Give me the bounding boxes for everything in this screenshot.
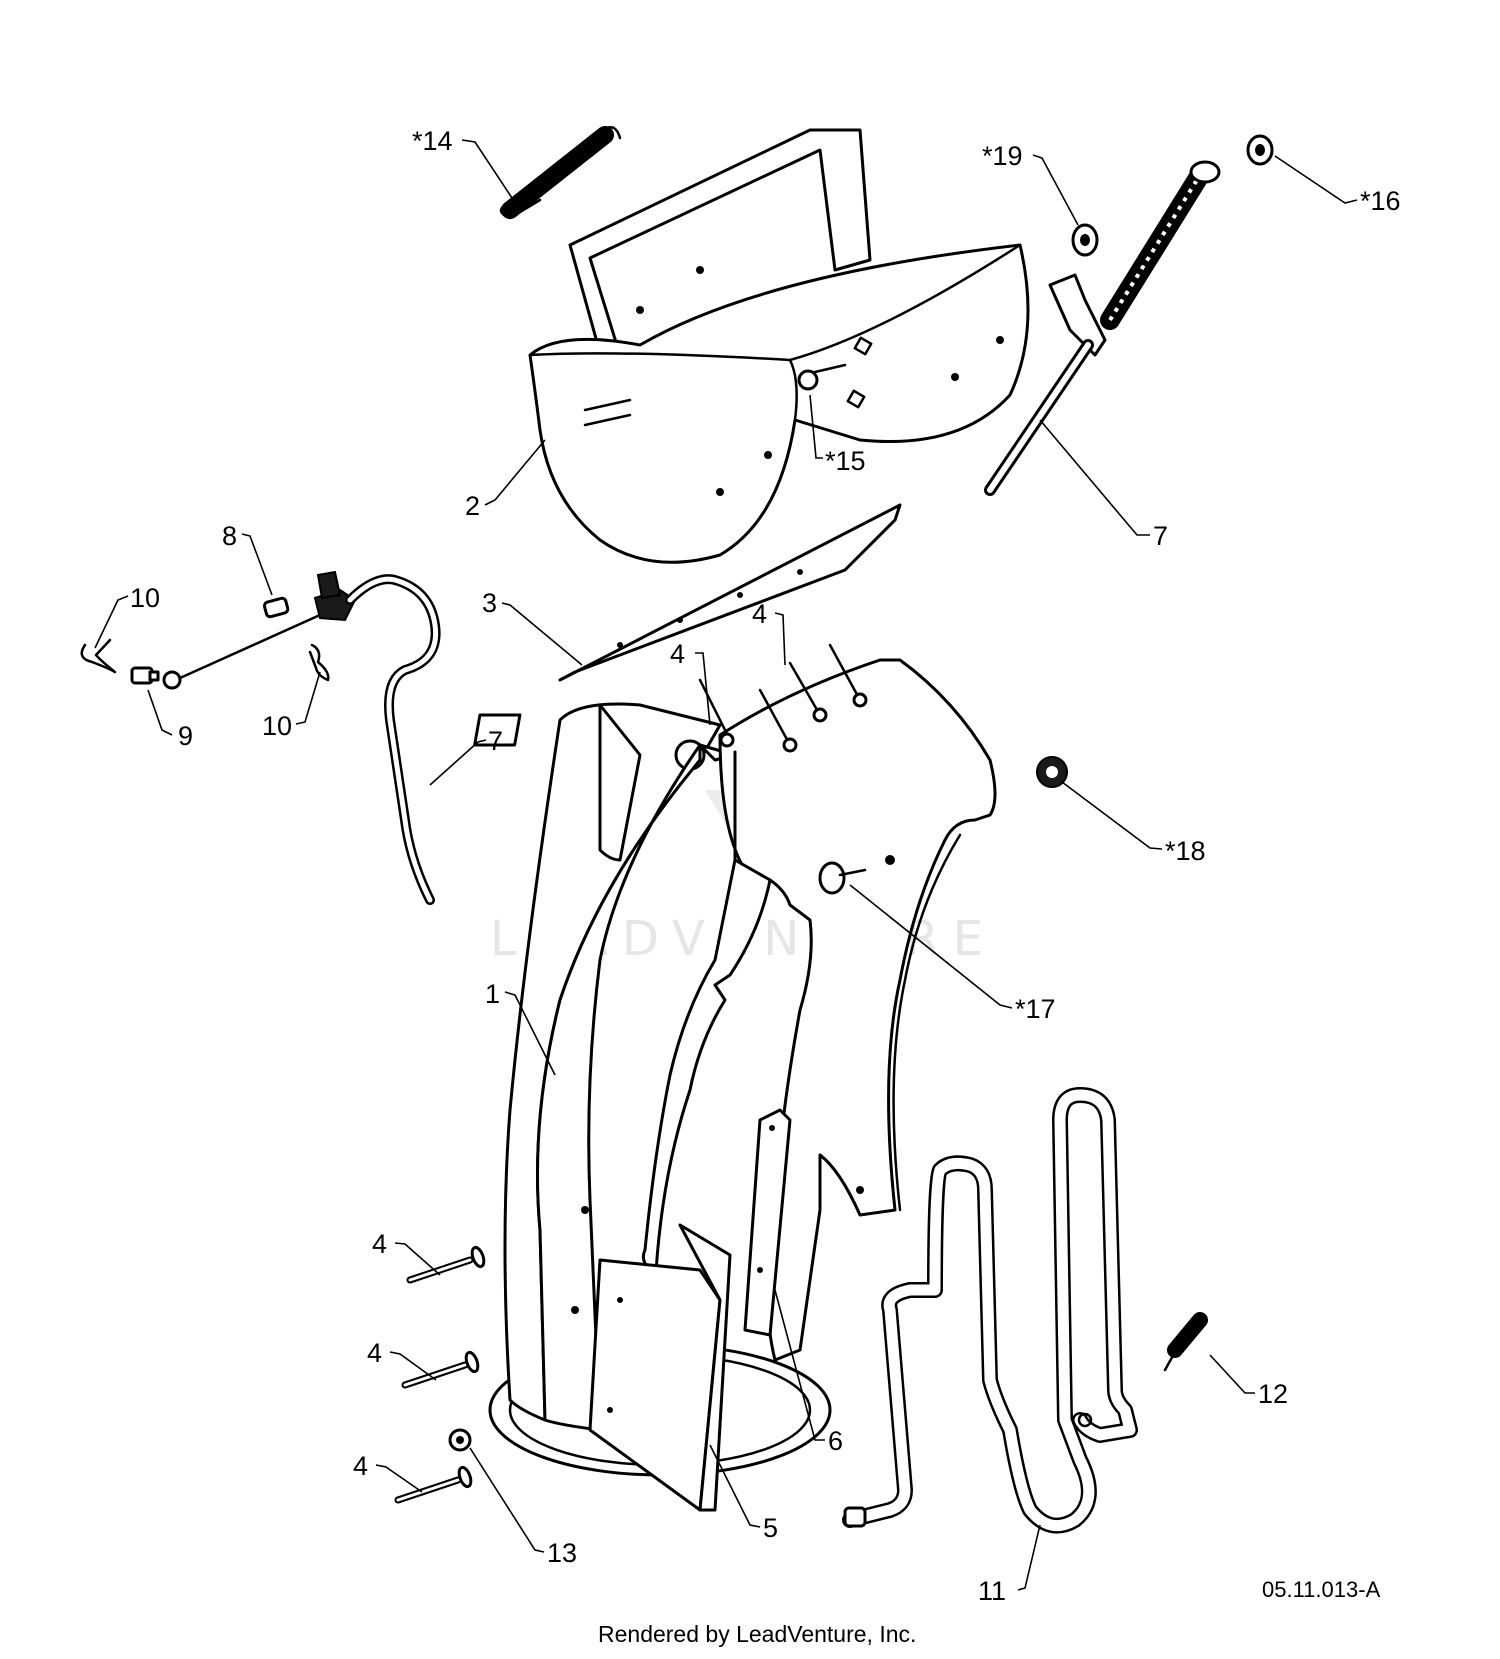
part-4-bolt-3[interactable] — [394, 1465, 473, 1504]
part-19-nut[interactable] — [1071, 223, 1099, 257]
callout-part-14: *14 — [412, 126, 453, 156]
render-credit: Rendered by LeadVenture, Inc. — [598, 1621, 916, 1647]
callout-labels: *14 *19 *16 *15 2 7 8 10 10 9 3 4 4 7 *1… — [130, 126, 1401, 1606]
callout-part-1: 1 — [485, 979, 500, 1009]
callout-part-4-bolt-2: 4 — [367, 1338, 382, 1368]
callout-part-16: *16 — [1360, 186, 1401, 216]
leader-lines — [94, 139, 1358, 1591]
part-3-scraper[interactable] — [558, 503, 902, 682]
diagram-reference-code: 05.11.013-A — [1262, 1577, 1381, 1602]
callout-part-2: 2 — [465, 491, 480, 521]
callout-part-10-left: 10 — [130, 583, 160, 613]
callout-part-15: *15 — [825, 446, 866, 476]
part-12-spring[interactable] — [1163, 1312, 1208, 1372]
callout-part-13: 13 — [547, 1538, 577, 1568]
callout-part-3: 3 — [482, 588, 497, 618]
callout-part-5: 5 — [763, 1513, 778, 1543]
part-9-pin[interactable] — [130, 666, 160, 685]
callout-part-8: 8 — [222, 521, 237, 551]
part-17-bolt[interactable] — [818, 861, 867, 895]
callout-part-9: 9 — [178, 721, 193, 751]
part-10-left-clip[interactable] — [80, 638, 117, 674]
part-4-bolt-2[interactable] — [401, 1350, 480, 1389]
part-5-base-plate[interactable] — [588, 1223, 732, 1512]
callout-part-4-top-right: 4 — [752, 599, 767, 629]
part-4-bolt-1[interactable] — [406, 1245, 486, 1284]
part-16-nut[interactable] — [1246, 134, 1274, 166]
part-13-nut[interactable] — [448, 1428, 472, 1452]
part-7-lower-cable[interactable] — [162, 570, 441, 905]
callout-part-4-bolt-1: 4 — [372, 1229, 387, 1259]
callout-part-7-upper: 7 — [1153, 521, 1168, 551]
part-14-spring[interactable] — [499, 125, 622, 220]
part-6-inner-plate[interactable] — [743, 1108, 792, 1337]
callout-part-6: 6 — [828, 1426, 843, 1456]
callout-part-18: *18 — [1165, 836, 1206, 866]
part-4-bolts-top[interactable] — [698, 643, 868, 753]
part-11-crank-rod[interactable] — [842, 1087, 1138, 1534]
callout-part-19: *19 — [982, 141, 1023, 171]
part-7-upper-cable[interactable] — [984, 160, 1221, 496]
callout-part-10-right: 10 — [262, 711, 292, 741]
callout-part-11: 11 — [978, 1576, 1006, 1606]
part-2-deflector[interactable] — [528, 128, 1030, 564]
callout-part-4-bolt-3: 4 — [353, 1451, 368, 1481]
callout-part-12: 12 — [1258, 1379, 1288, 1409]
callout-part-17: *17 — [1015, 994, 1056, 1024]
callout-part-7-lower: 7 — [488, 726, 503, 756]
part-1-chute[interactable] — [473, 658, 997, 1477]
part-18-nut[interactable] — [1036, 756, 1068, 788]
part-8-bushing[interactable] — [262, 596, 290, 619]
callout-part-4-top-left: 4 — [670, 639, 685, 669]
